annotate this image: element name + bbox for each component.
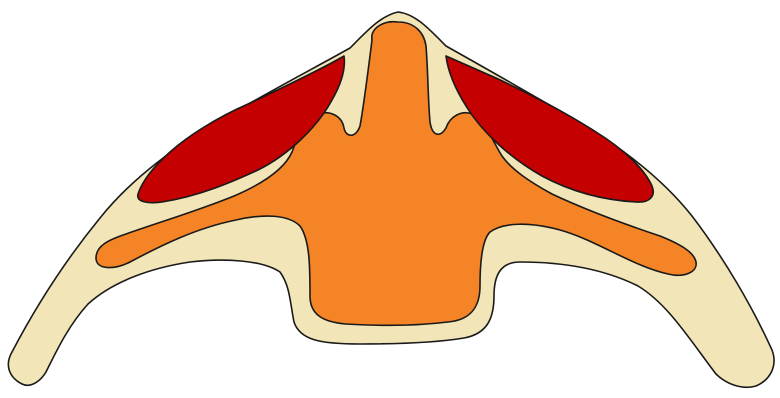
- diagram-canvas: [0, 0, 780, 398]
- anatomical-cross-section-diagram: [0, 0, 780, 398]
